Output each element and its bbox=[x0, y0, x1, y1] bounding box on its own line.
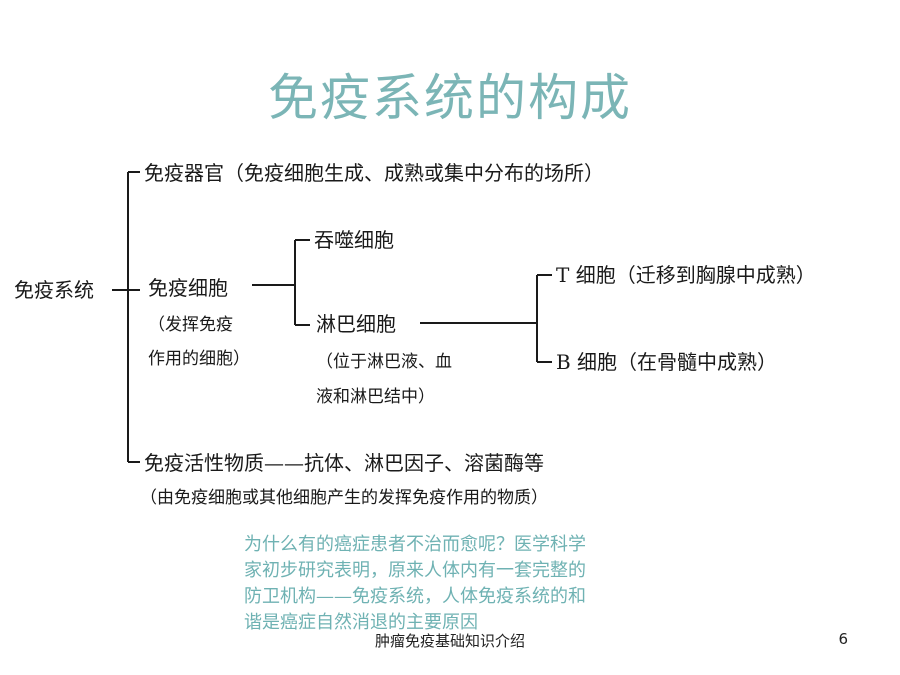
immune-system-diagram: 免疫系统 免疫器官（免疫细胞生成、成熟或集中分布的场所） 免疫细胞 （发挥免疫 … bbox=[14, 161, 816, 508]
slide-title: 免疫系统的构成 bbox=[268, 69, 632, 127]
node-lymphocyte-note-1: （位于淋巴液、血 bbox=[316, 352, 452, 372]
caption-line: 防卫机构——免疫系统，人体免疫系统的和 bbox=[244, 586, 586, 607]
footer-text: 肿瘤免疫基础知识介绍 bbox=[374, 632, 525, 650]
node-immune-cells: 免疫细胞 bbox=[148, 276, 228, 300]
node-lymphocyte: 淋巴细胞 bbox=[316, 312, 396, 336]
caption-paragraph: 为什么有的癌症患者不治而愈呢？医学科学 家初步研究表明，原来人体内有一套完整的 … bbox=[244, 532, 674, 636]
node-t-cell: T 细胞（迁移到胸腺中成熟） bbox=[556, 263, 816, 287]
node-immune-cells-note-2: 作用的细胞） bbox=[148, 349, 250, 369]
node-b-cell: B 细胞（在骨髓中成熟） bbox=[556, 350, 777, 374]
node-immune-system: 免疫系统 bbox=[14, 278, 94, 302]
node-lymphocyte-note-2: 液和淋巴结中） bbox=[316, 387, 435, 407]
node-immune-substances-note: （由免疫细胞或其他细胞产生的发挥免疫作用的物质） bbox=[140, 488, 548, 508]
node-immune-substances: 免疫活性物质——抗体、淋巴因子、溶菌酶等 bbox=[144, 451, 544, 475]
page-number: 6 bbox=[838, 630, 848, 648]
node-immune-organs: 免疫器官（免疫细胞生成、成熟或集中分布的场所） bbox=[144, 161, 604, 185]
node-immune-cells-note-1: （发挥免疫 bbox=[148, 315, 233, 335]
caption-line: 家初步研究表明，原来人体内有一套完整的 bbox=[244, 560, 586, 581]
caption-line: 为什么有的癌症患者不治而愈呢？医学科学 bbox=[244, 534, 586, 555]
caption-line: 谐是癌症自然消退的主要原因 bbox=[244, 612, 478, 633]
node-phagocyte: 吞噬细胞 bbox=[314, 228, 394, 252]
